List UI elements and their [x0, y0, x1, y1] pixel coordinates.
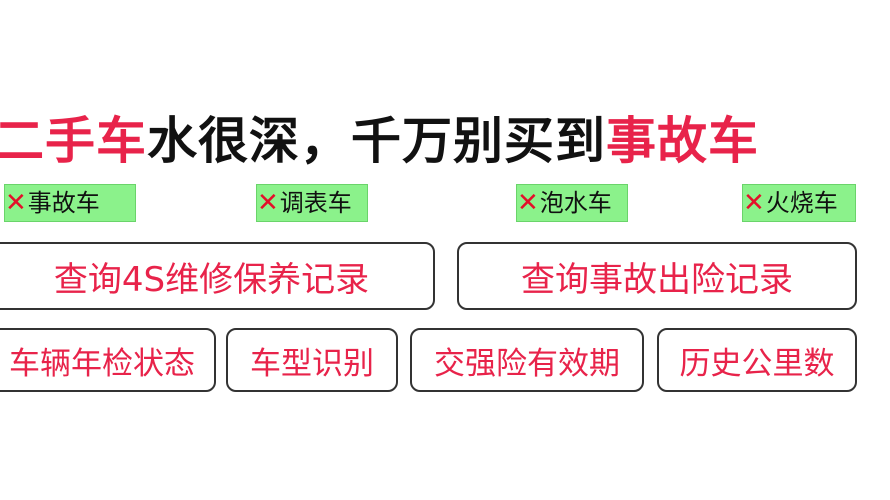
tag-accident-car: ✕ 事故车 [4, 184, 136, 222]
tag-flooded-car: ✕ 泡水车 [516, 184, 628, 222]
tag-odometer-tampered: ✕ 调表车 [256, 184, 368, 222]
tag-fire-damaged: ✕ 火烧车 [742, 184, 856, 222]
query-accident-claims-button[interactable]: 查询事故出险记录 [457, 242, 857, 310]
cross-icon: ✕ [517, 188, 539, 218]
vehicle-model-recognition-button[interactable]: 车型识别 [226, 328, 398, 392]
headline-part-accident-car: 事故车 [606, 112, 759, 170]
button-label: 查询4S维修保养记录 [53, 259, 370, 300]
tag-label: 火烧车 [765, 189, 838, 217]
tag-label: 调表车 [279, 189, 352, 217]
query-4s-maintenance-button[interactable]: 查询4S维修保养记录 [0, 242, 435, 310]
button-label: 车型识别 [250, 345, 374, 382]
headline-part-warning: 水很深，千万别买到 [147, 112, 606, 170]
button-label: 查询事故出险记录 [521, 259, 793, 300]
button-label: 车辆年检状态 [9, 345, 195, 382]
headline: 二手车水很深，千万别买到事故车 [0, 106, 874, 176]
button-label: 交强险有效期 [434, 345, 620, 382]
cross-icon: ✕ [5, 188, 27, 218]
cross-icon: ✕ [257, 188, 279, 218]
tag-label: 事故车 [27, 189, 100, 217]
headline-part-used-car: 二手车 [0, 112, 147, 170]
inspection-status-button[interactable]: 车辆年检状态 [0, 328, 216, 392]
button-label: 历史公里数 [679, 345, 835, 382]
tag-label: 泡水车 [539, 189, 612, 217]
compulsory-insurance-validity-button[interactable]: 交强险有效期 [410, 328, 644, 392]
cross-icon: ✕ [743, 188, 765, 218]
mileage-history-button[interactable]: 历史公里数 [657, 328, 857, 392]
